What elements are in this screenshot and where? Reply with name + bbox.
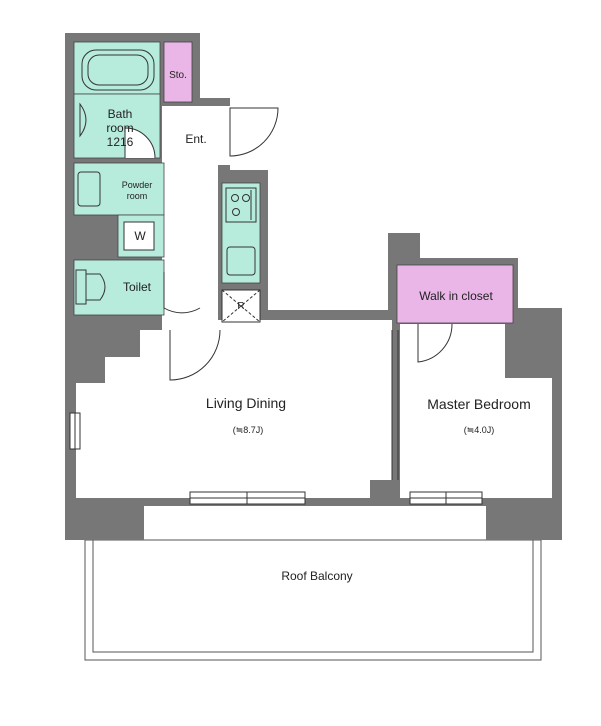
master-bedroom-size: (≒4.0J) (464, 425, 495, 435)
bath-room (73, 93, 161, 159)
windows (69, 412, 483, 505)
walk-in-closet-room (396, 264, 514, 324)
fridge-label: R (237, 301, 244, 312)
sink-icon (77, 171, 101, 207)
living-dining-size: (≒8.7J) (233, 425, 264, 435)
dry-floors (76, 106, 552, 498)
entrance-label: Ent. (185, 132, 206, 146)
door-swing-icon (124, 107, 453, 381)
sliding-partition (391, 330, 399, 480)
fridge-icon (221, 289, 261, 323)
bath-label-2: room (106, 121, 133, 135)
bath-basin-icon (79, 102, 87, 138)
roof-balcony (84, 539, 542, 661)
stove-icon (225, 187, 257, 223)
living-dining-label: Living Dining (206, 395, 286, 411)
toilet-room (73, 259, 165, 316)
kitchen-sink-icon (226, 246, 256, 276)
bath-label-3: 1216 (107, 135, 134, 149)
powder-label-2: room (127, 191, 148, 201)
storage-label: Sto. (169, 70, 187, 81)
washer-label: W (134, 229, 146, 243)
walk-in-closet-label: Walk in closet (419, 289, 493, 303)
roof-balcony-label: Roof Balcony (281, 569, 352, 583)
washer-icon (123, 221, 155, 251)
kitchen-counter (221, 182, 261, 284)
master-bedroom-label: Master Bedroom (427, 396, 530, 412)
bath-label-1: Bath (108, 107, 133, 121)
bathtub-icon (81, 49, 155, 91)
toilet-label: Toilet (123, 280, 152, 294)
toilet-icon (75, 269, 106, 305)
storage-areas (163, 41, 514, 324)
room-labels: Sto. Bath room 1216 Ent. Powder room W T… (106, 70, 530, 583)
powder-label-1: Powder (122, 180, 153, 190)
storage-room (163, 41, 193, 103)
